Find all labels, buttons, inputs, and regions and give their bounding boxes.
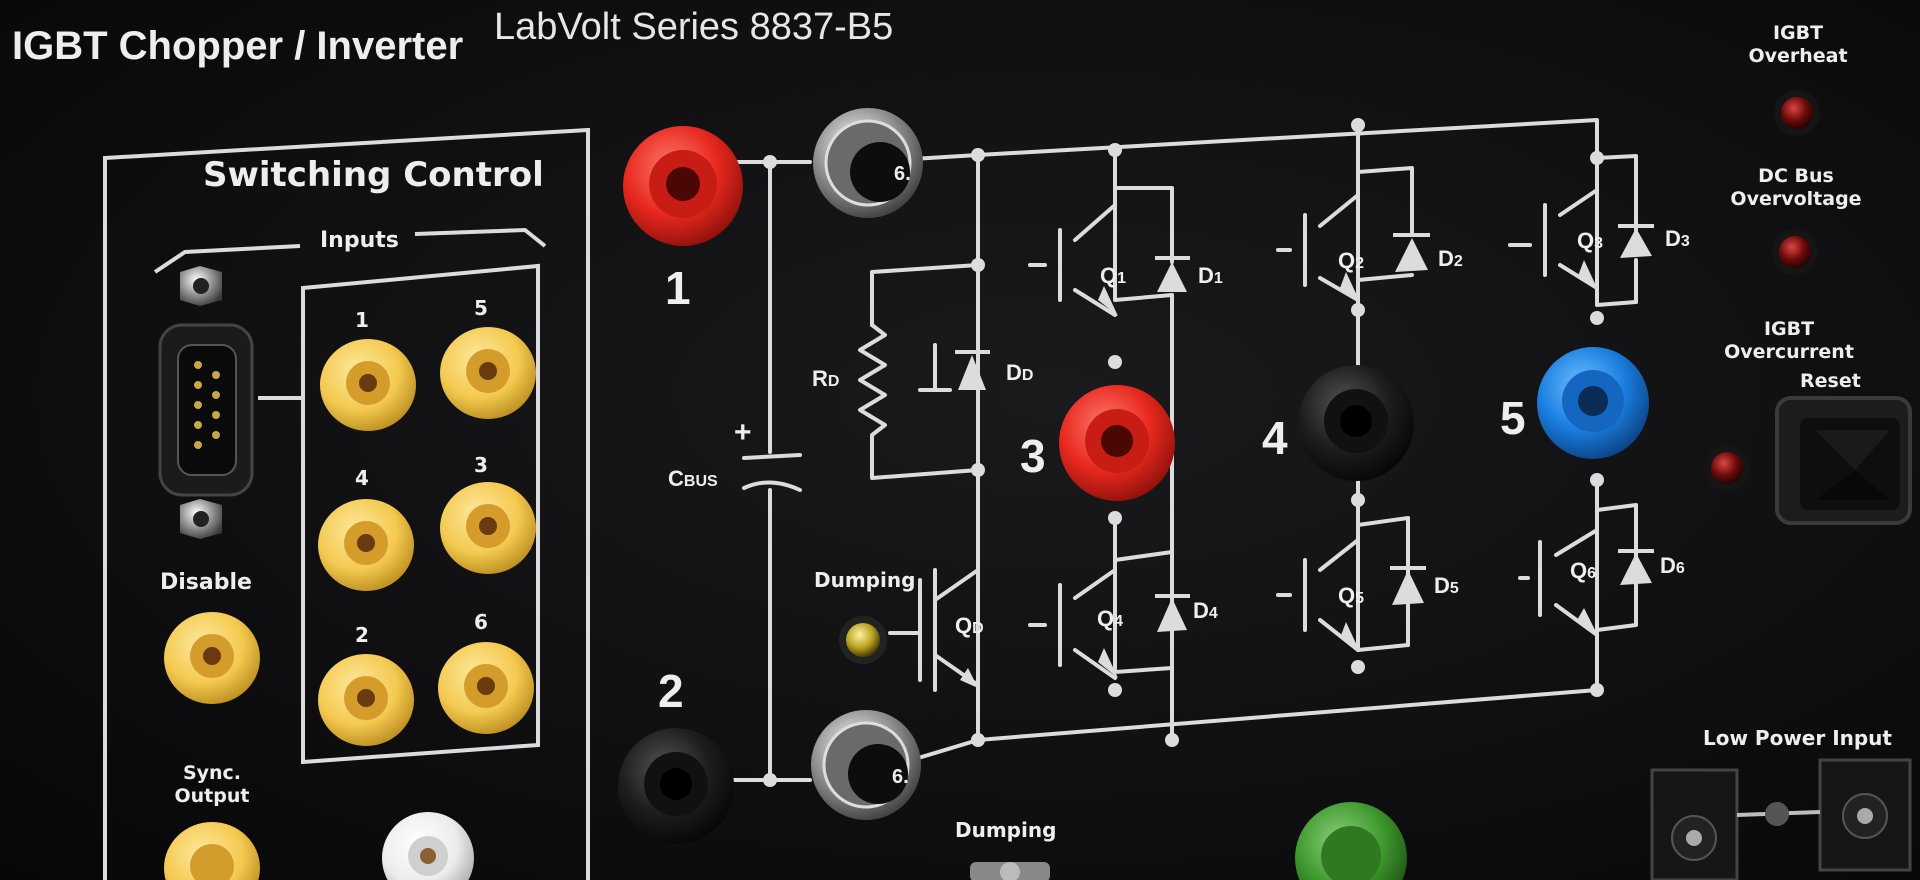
low-power-input-label: Low Power Input	[1703, 726, 1892, 750]
input-number-6: 6	[474, 610, 488, 634]
fuse-holder-top-icon[interactable]	[813, 108, 923, 218]
cbus-plus: +	[734, 416, 752, 449]
overvoltage-led-icon	[1772, 229, 1818, 275]
diode-symbols	[958, 228, 1652, 632]
cbus-label: CBUS	[668, 466, 718, 491]
terminal-2-label: 2	[658, 665, 684, 717]
overheat-led-icon	[1774, 90, 1820, 136]
input-number-4: 5	[474, 296, 488, 320]
d4-label: D4	[1193, 598, 1218, 623]
fuse-holder-bottom-icon[interactable]	[811, 710, 921, 820]
fuse-bottom-label: 6.	[892, 766, 909, 788]
terminal-1-label: 1	[665, 262, 691, 314]
switching-control-title: Switching Control	[203, 155, 544, 195]
input-jack-6	[438, 642, 534, 734]
dumping-led-label: Dumping	[814, 568, 916, 592]
d5-label: D5	[1434, 573, 1459, 598]
d2-label: D2	[1438, 246, 1463, 271]
dumping-led-icon	[839, 616, 887, 664]
reset-push-button-icon[interactable]	[1775, 396, 1912, 525]
toggle-switch-icon[interactable]	[970, 862, 1050, 880]
disable-label: Disable	[160, 570, 252, 595]
q1-label: Q1	[1100, 263, 1127, 288]
dd-label: DD	[1006, 360, 1034, 385]
panel-title: IGBT Chopper / Inverter	[12, 24, 464, 68]
input-jacks[interactable]	[318, 327, 536, 746]
igbt-arrows	[960, 260, 1598, 688]
input-number-3: 2	[355, 623, 369, 647]
input-jack-1	[320, 339, 416, 431]
input-number-1: 1	[355, 308, 369, 332]
input-jack-3	[318, 654, 414, 746]
terminal-4-jack[interactable]	[1298, 365, 1414, 481]
q4-label: Q4	[1097, 606, 1124, 631]
rd-label: RD	[812, 366, 840, 391]
panel-subtitle: LabVolt Series 8837-B5	[494, 6, 894, 48]
overcurrent-led-icon	[1704, 445, 1750, 491]
d1-label: D1	[1198, 263, 1223, 288]
sync-output-label: Sync. Output	[174, 762, 250, 807]
white-jack[interactable]	[382, 812, 474, 880]
input-jack-5	[440, 482, 536, 574]
terminal-4-label: 4	[1262, 412, 1288, 464]
fuse-top-label: 6.	[894, 163, 911, 185]
input-number-5: 3	[474, 453, 488, 477]
terminal-5-label: 5	[1500, 392, 1526, 444]
q5-label: Q5	[1338, 583, 1365, 608]
db9-connector-icon[interactable]	[158, 323, 254, 497]
qd-label: QD	[955, 613, 984, 638]
disable-jack[interactable]	[164, 612, 260, 704]
q2-label: Q2	[1338, 248, 1365, 273]
junction-dots	[763, 118, 1604, 787]
input-jack-2	[318, 499, 414, 591]
inputs-label: Inputs	[320, 228, 399, 253]
q3-label: Q3	[1577, 228, 1604, 253]
green-jack[interactable]	[1295, 802, 1407, 880]
terminal-3-label: 3	[1020, 430, 1046, 482]
d3-label: D3	[1665, 226, 1690, 251]
sync-output-jack[interactable]	[164, 822, 260, 880]
q6-label: Q6	[1570, 558, 1597, 583]
diode-bars	[955, 224, 1654, 598]
switching-control-box	[103, 127, 590, 880]
terminal-5-jack[interactable]	[1537, 347, 1649, 459]
input-number-2: 4	[355, 466, 369, 490]
dc-power-jack-icon[interactable]	[1671, 793, 1888, 861]
terminal-1-jack[interactable]	[623, 126, 743, 246]
reset-label: Reset	[1800, 370, 1861, 392]
circuit-lines	[728, 118, 1638, 782]
terminal-3-jack[interactable]	[1059, 385, 1175, 501]
d6-label: D6	[1660, 553, 1685, 578]
terminal-2-jack[interactable]	[618, 728, 734, 844]
input-jack-4	[440, 327, 536, 419]
dumping-switch-label: Dumping	[955, 818, 1057, 842]
hex-standoff-icon	[180, 266, 222, 539]
